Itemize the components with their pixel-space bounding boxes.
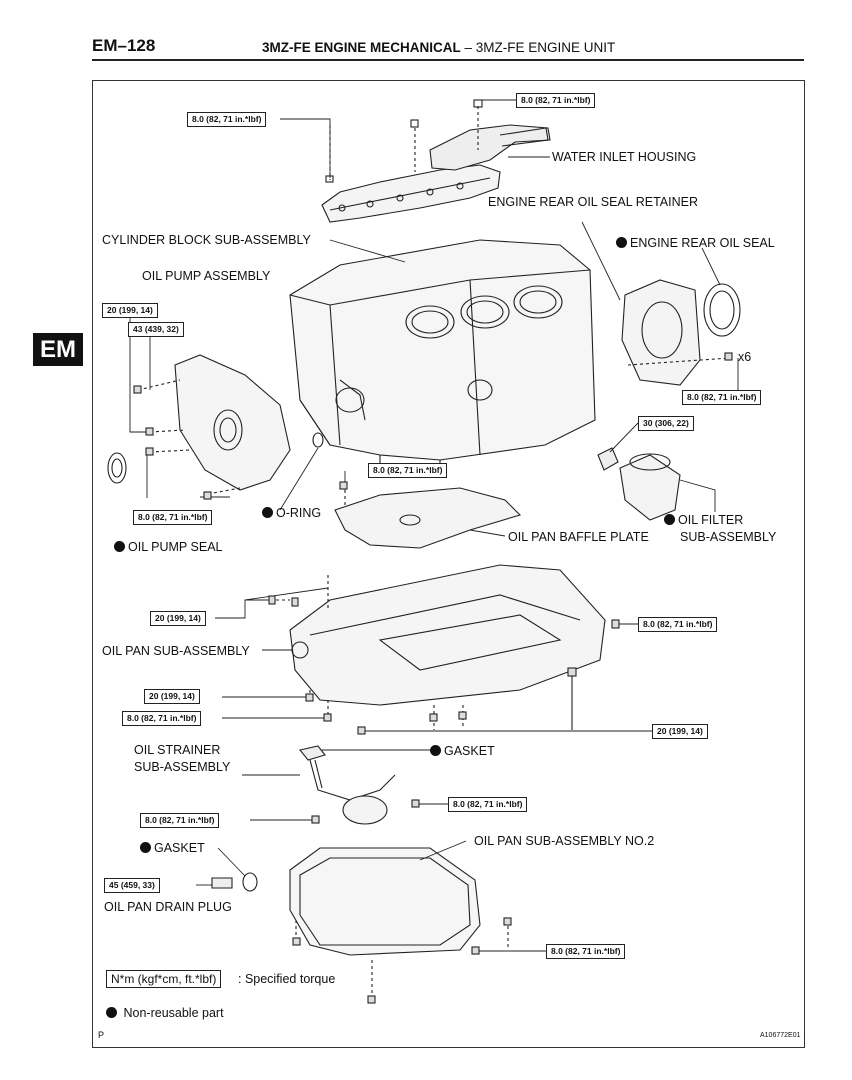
torque-label: 8.0 (82, 71 in.*lbf) [368,463,448,478]
oil-strainer-drawing [299,745,396,825]
non-reusable-mark [430,745,441,756]
torque-label: 8.0 (82, 71 in.*lbf) [516,93,596,108]
torque-label: 20 (199, 14) [150,611,206,626]
page-title: 3MZ-FE ENGINE MECHANICAL – 3MZ-FE ENGINE… [262,40,615,55]
label-oil-strainer-line2: SUB-ASSEMBLY [134,760,231,774]
label-text: OIL PUMP SEAL [128,540,223,554]
section-tab: EM [33,333,83,366]
header-rule [92,59,804,61]
legend-non-reusable: Non-reusable part [106,1006,224,1020]
label-cylinder-block: CYLINDER BLOCK SUB-ASSEMBLY [102,233,311,247]
non-reusable-mark [114,541,125,552]
torque-label: 30 (306, 22) [638,416,694,431]
label-gasket-drain: GASKET [140,841,205,855]
non-reusable-mark [616,237,627,248]
non-reusable-mark [262,507,273,518]
label-x6: x6 [738,350,752,364]
oil-filter-drawing [597,447,681,521]
torque-label: 43 (439, 32) [128,322,184,337]
legend-non-reusable-text: Non-reusable part [123,1006,224,1020]
label-oil-filter: OIL FILTER [664,513,743,527]
label-oil-pan-baffle-plate: OIL PAN BAFFLE PLATE [508,530,649,544]
label-oil-filter-line2: SUB-ASSEMBLY [680,530,777,544]
oil-pan-drawing [270,564,606,730]
torque-label: 8.0 (82, 71 in.*lbf) [546,944,626,959]
label-gasket-strainer: GASKET [430,744,495,758]
non-reusable-mark [106,1007,117,1018]
torque-label: 20 (199, 14) [652,724,708,739]
page-code: EM–128 [92,36,156,55]
label-o-ring: O-RING [262,506,321,520]
legend-unit-box: N*m (kgf*cm, ft.*lbf) [106,970,222,988]
non-reusable-mark [664,514,675,525]
torque-label: 45 (459, 33) [104,878,160,893]
section-title-bold: 3MZ-FE ENGINE MECHANICAL [262,40,461,55]
torque-label: 8.0 (82, 71 in.*lbf) [140,813,220,828]
title-separator: – [464,40,473,55]
label-engine-rear-oil-seal: ENGINE REAR OIL SEAL [616,236,775,250]
torque-label: 8.0 (82, 71 in.*lbf) [122,711,202,726]
torque-label: 8.0 (82, 71 in.*lbf) [682,390,762,405]
rear-oil-seal-retainer-drawing [621,279,741,386]
label-text: O-RING [276,506,322,520]
diagram-frame [92,80,805,1048]
oil-pan-no2-drawing [211,847,509,1000]
label-water-inlet-housing: WATER INLET HOUSING [552,150,697,164]
label-engine-rear-oil-seal-retainer: ENGINE REAR OIL SEAL RETAINER [488,195,699,209]
bolts [133,352,733,1004]
water-inlet-housing-drawing [321,99,551,223]
baffle-plate-drawing [334,487,522,549]
cylinder-block-drawing [289,239,596,471]
label-oil-pump-seal: OIL PUMP SEAL [114,540,222,554]
label-text: GASKET [444,744,495,758]
non-reusable-mark [140,842,151,853]
torque-label: 20 (199, 14) [144,689,200,704]
label-oil-pump-assembly: OIL PUMP ASSEMBLY [142,269,271,283]
torque-label: 8.0 (82, 71 in.*lbf) [133,510,213,525]
torque-label: 8.0 (82, 71 in.*lbf) [187,112,267,127]
torque-label: 8.0 (82, 71 in.*lbf) [638,617,718,632]
label-text: ENGINE REAR OIL SEAL [630,236,775,250]
label-oil-pan-sub-assembly: OIL PAN SUB-ASSEMBLY [102,644,250,658]
section-title: 3MZ-FE ENGINE UNIT [475,40,616,55]
label-oil-pan-no2: OIL PAN SUB-ASSEMBLY NO.2 [474,834,655,848]
o-ring-drawing [312,432,324,448]
label-text: OIL FILTER [678,513,744,527]
label-oil-strainer: OIL STRAINER [134,743,221,757]
label-text: GASKET [154,841,205,855]
torque-label: 20 (199, 14) [102,303,158,318]
legend-unit-text: : Specified torque [238,972,336,986]
document-id: A106772E01 [760,1032,801,1039]
corner-mark: P [98,1030,105,1040]
label-oil-pan-drain-plug: OIL PAN DRAIN PLUG [104,900,232,914]
torque-label: 8.0 (82, 71 in.*lbf) [448,797,528,812]
oil-pump-drawing [107,354,291,495]
